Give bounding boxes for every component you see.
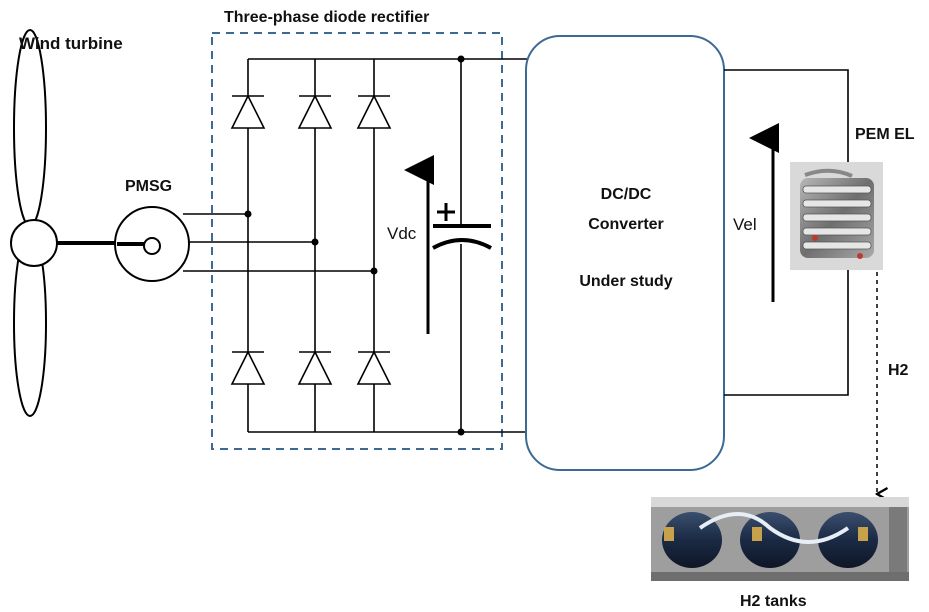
h2-tanks-label: H2 tanks (740, 593, 807, 610)
rectifier-label: Three-phase diode rectifier (224, 9, 429, 26)
vdc-label: Vdc (387, 224, 417, 243)
pem-el-label: PEM EL (855, 126, 915, 143)
output-wires (724, 69, 849, 396)
diode-icon (230, 350, 266, 385)
converter-label-line3: Under study (579, 273, 672, 290)
electrolyzer-photo (790, 162, 883, 270)
hydrogen-tanks-photo (651, 497, 909, 581)
vel-label: Vel (733, 215, 757, 234)
rectifier-box (211, 32, 503, 450)
wind-turbine-icon (10, 29, 115, 417)
h2-label: H2 (888, 362, 909, 379)
diode-icon (356, 350, 392, 385)
generator-icon (114, 206, 190, 282)
converter-box (525, 35, 725, 471)
diode-icon (297, 350, 333, 385)
capacitor-icon (432, 203, 492, 250)
diode-icon (297, 94, 333, 129)
diode-icon (230, 94, 266, 129)
converter-label-line2: Converter (588, 216, 664, 233)
pmsg-label: PMSG (125, 178, 172, 195)
diode-icon (356, 94, 392, 129)
converter-label-line1: DC/DC (601, 186, 652, 203)
wind-turbine-label: Wind turbine (19, 34, 123, 53)
